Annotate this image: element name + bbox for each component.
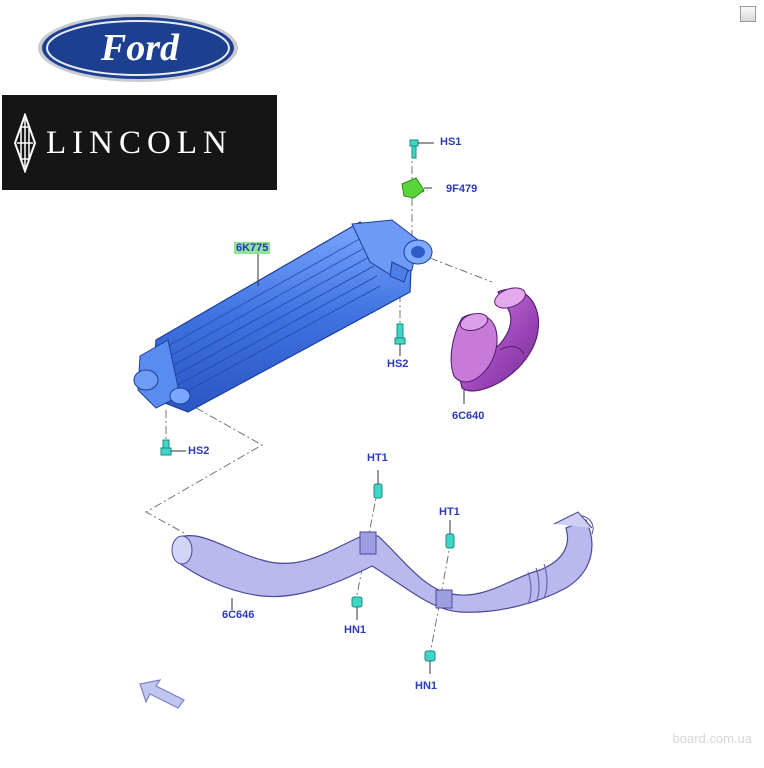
nut-hn1-right	[424, 650, 436, 674]
label-ht1-right: HT1	[439, 506, 460, 518]
label-hn1-left: HN1	[344, 624, 367, 636]
label-hs1: HS1	[440, 136, 462, 148]
clip-ht1-right	[445, 520, 455, 549]
bolt-hs2-left	[160, 439, 186, 456]
label-hs2-left: HS2	[188, 445, 210, 457]
back-arrow-icon[interactable]	[138, 678, 186, 710]
label-hn1-right: HN1	[415, 680, 438, 692]
bolt-hs1	[409, 139, 434, 159]
lincoln-logo: LINCOLN	[2, 95, 277, 190]
checkbox-icon[interactable]	[740, 6, 756, 22]
label-6c640: 6C640	[452, 410, 485, 422]
intercooler-6k775	[133, 219, 433, 413]
label-6c646: 6C646	[222, 609, 255, 621]
lincoln-logo-text: LINCOLN	[46, 125, 233, 161]
hose-6c640	[450, 287, 540, 404]
label-9f479: 9F479	[446, 183, 478, 195]
bolt-hs2-right	[394, 323, 406, 356]
sensor-9f479	[401, 177, 432, 199]
clip-ht1-left	[373, 470, 383, 499]
ford-logo: Ford	[38, 14, 238, 82]
lincoln-star-icon	[13, 113, 37, 173]
tube-6c646	[171, 511, 594, 613]
watermark: board.com.ua	[672, 731, 753, 746]
label-hs2-right: HS2	[387, 358, 409, 370]
label-ht1-left: HT1	[367, 452, 388, 464]
ford-logo-text: Ford	[100, 27, 180, 69]
label-6k775: 6K775	[234, 242, 271, 254]
nut-hn1-left	[351, 596, 363, 620]
